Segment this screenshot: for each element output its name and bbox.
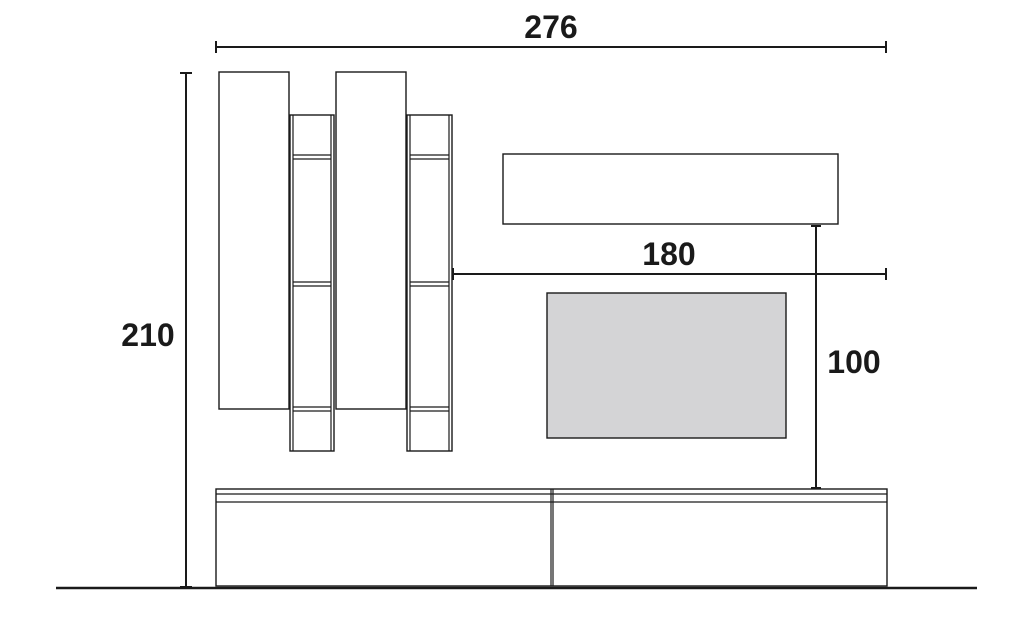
wall-shelf-cabinet xyxy=(502,153,839,225)
shelf-span-dimension-label: 180 xyxy=(642,236,695,272)
tall-wall-panel-2 xyxy=(335,71,407,410)
height-dimension-label: 210 xyxy=(121,317,174,353)
tv-height-dimension-label: 100 xyxy=(827,344,880,380)
bookshelf-column-1 xyxy=(289,114,335,452)
height-dimension: 210 xyxy=(121,72,192,588)
width-dimension-label: 276 xyxy=(524,9,577,45)
tv-height-dimension: 100 xyxy=(811,225,881,489)
tv-screen xyxy=(546,292,787,439)
shelf-span-dimension: 180 xyxy=(452,236,887,280)
tall-wall-panel-1 xyxy=(218,71,290,410)
bookshelf-column-2 xyxy=(406,114,453,452)
width-dimension: 276 xyxy=(215,9,887,53)
base-tv-cabinet xyxy=(215,488,888,587)
